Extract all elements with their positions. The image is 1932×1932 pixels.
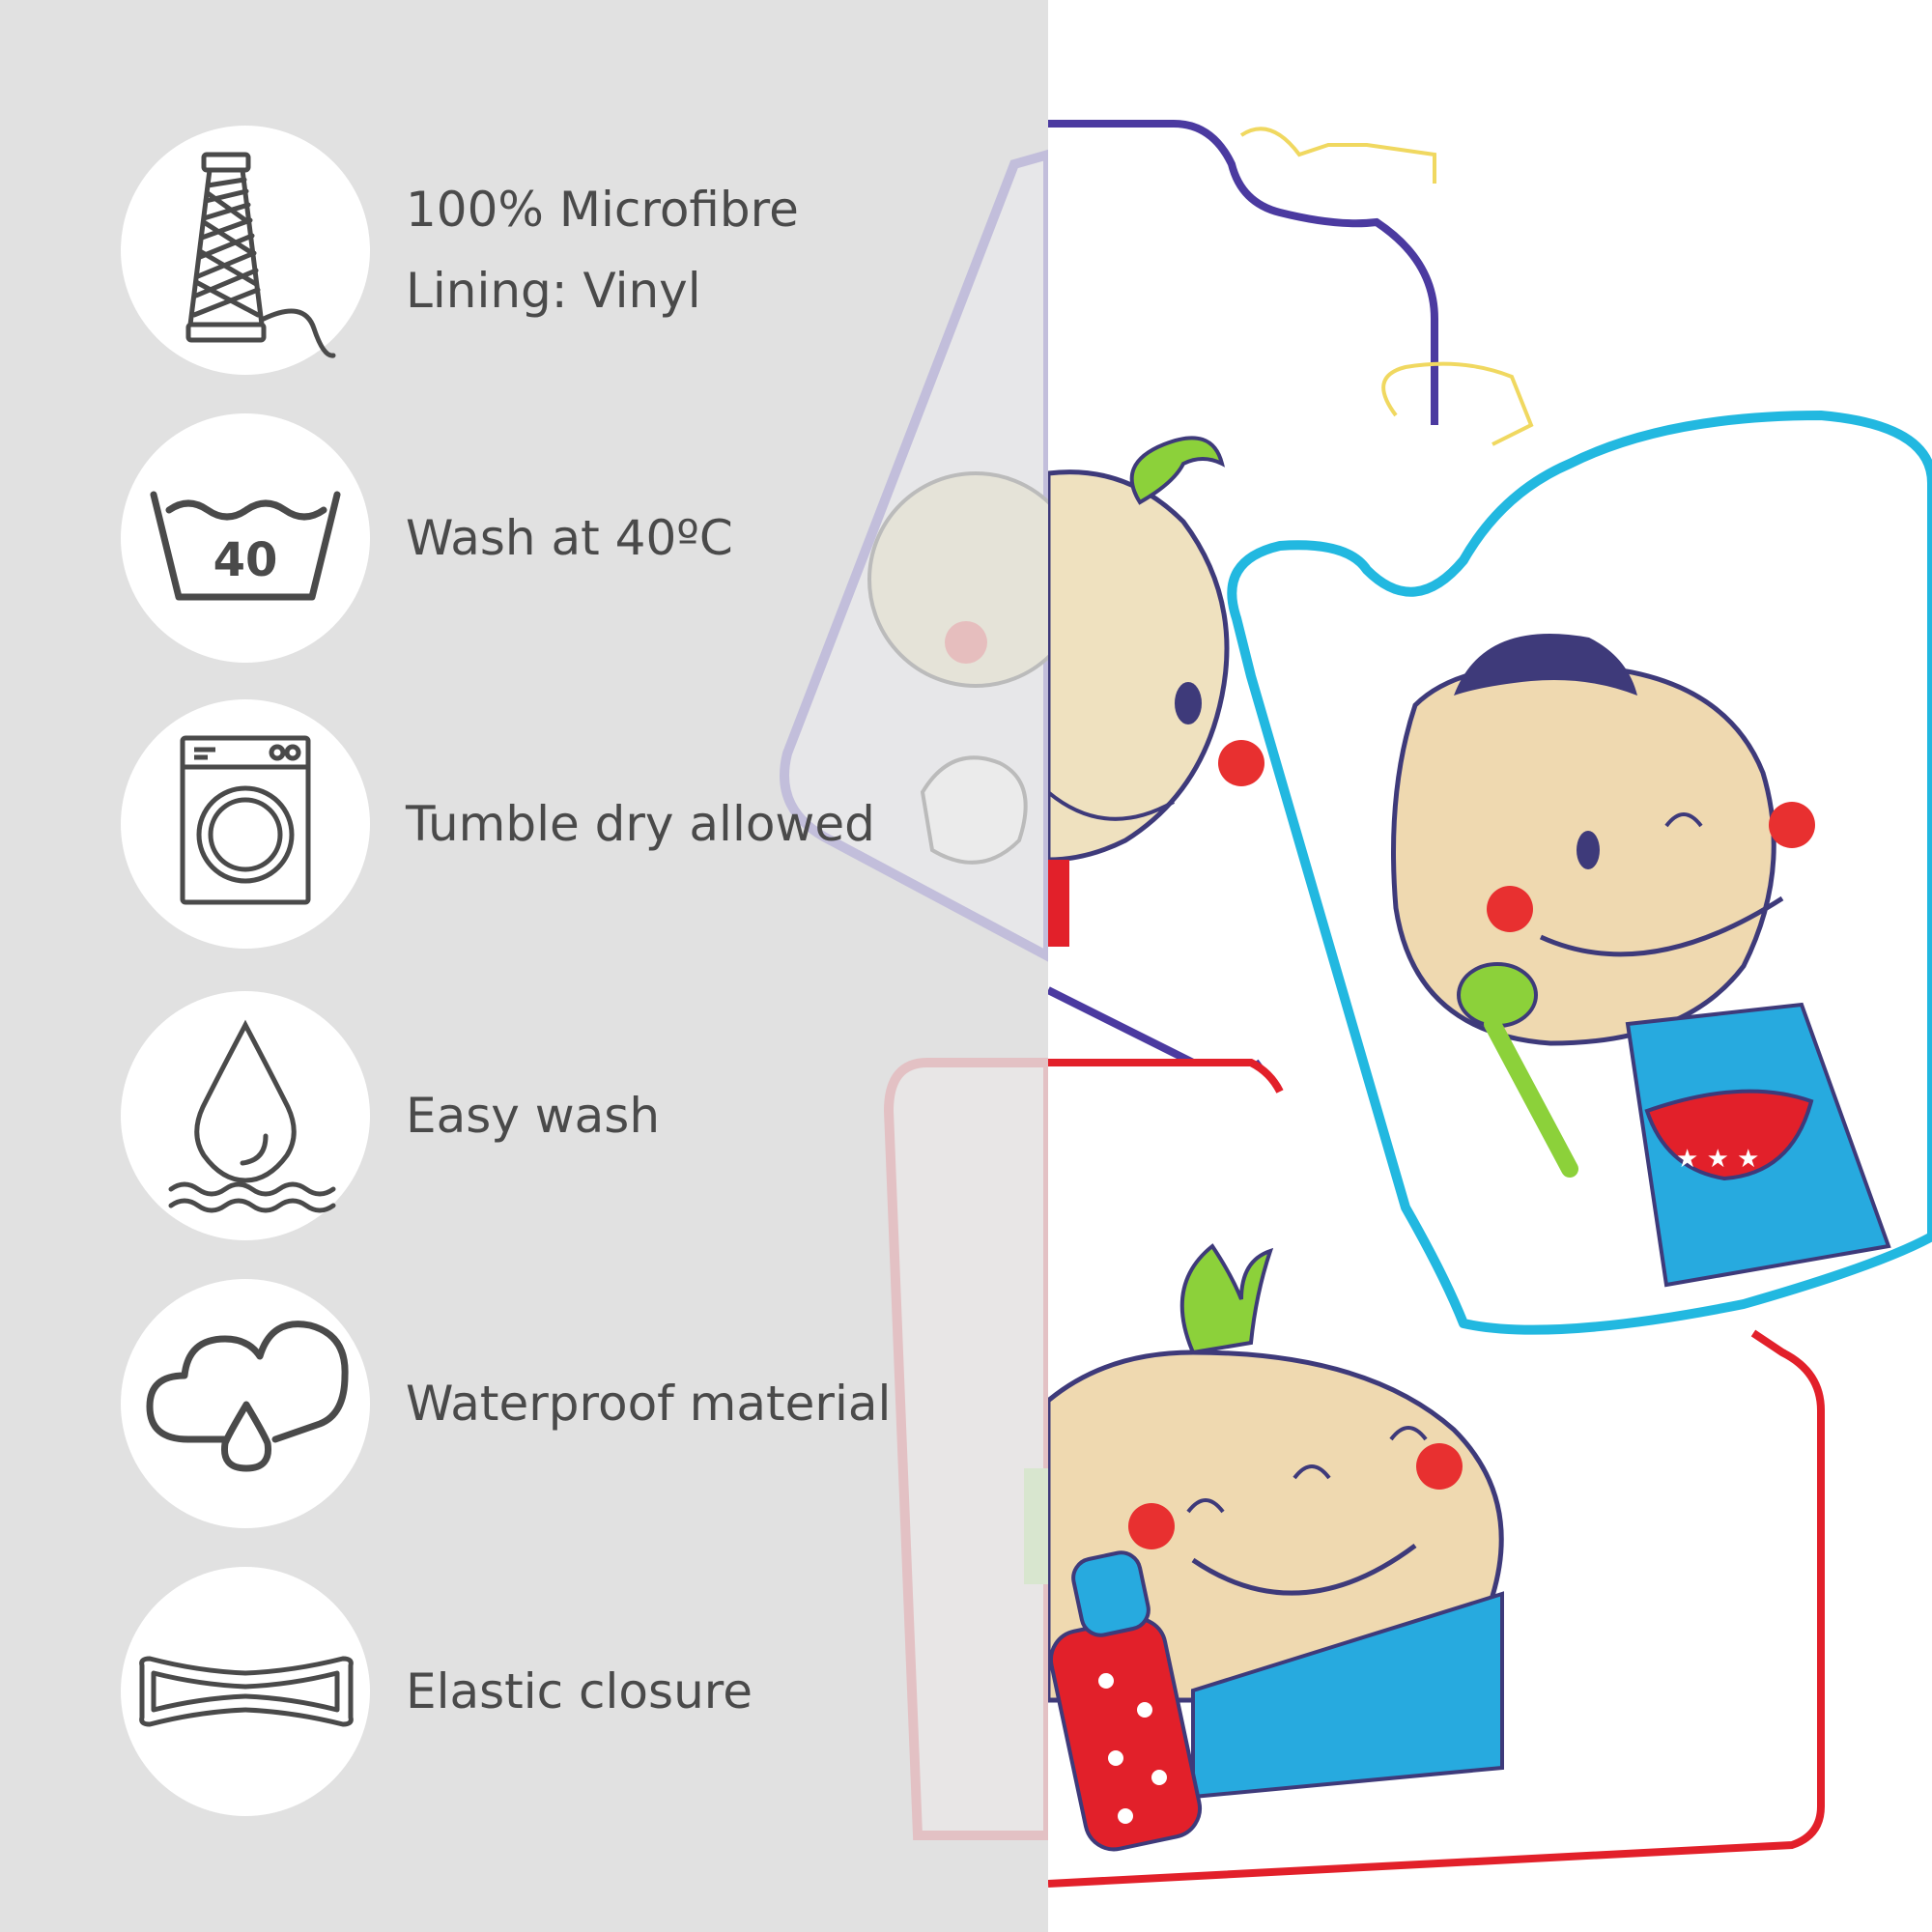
feature-icon-circle xyxy=(121,1567,370,1816)
lining-line: Lining: Vinyl xyxy=(406,263,701,319)
wash-temperature-text: 40 xyxy=(213,533,278,587)
water-drop-icon xyxy=(168,1019,336,1213)
feature-text: Tumble dry allowed xyxy=(406,699,875,949)
red-bib xyxy=(1048,1059,1825,1888)
feature-icon-circle xyxy=(121,126,370,375)
feature-elastic: Elastic closure xyxy=(121,1567,1048,1816)
cyan-bib: ★ ★ ★ xyxy=(1227,361,1932,1335)
feature-text: Easy wash xyxy=(406,991,660,1240)
feature-icon-circle xyxy=(121,699,370,949)
feature-icon-circle: 40 xyxy=(121,413,370,663)
product-photo: ★ ★ ★ xyxy=(1048,0,1932,1932)
features-panel: 100% Microfibre Lining: Vinyl 40 Wash at… xyxy=(0,0,1048,1932)
thread-spool-icon xyxy=(185,152,336,358)
svg-text:★ ★ ★: ★ ★ ★ xyxy=(1676,1145,1759,1174)
bibs-illustration: ★ ★ ★ xyxy=(1048,120,1932,1888)
rain-cloud-icon xyxy=(146,1321,349,1472)
feature-icon-circle xyxy=(121,991,370,1240)
wash-temp-line: Wash at 40ºC xyxy=(406,510,733,566)
easy-wash-line: Easy wash xyxy=(406,1088,661,1144)
washing-machine-icon xyxy=(180,735,311,905)
feature-text: Elastic closure xyxy=(406,1567,753,1816)
feature-wash-temp: 40 Wash at 40ºC xyxy=(121,413,1048,663)
feature-material: 100% Microfibre Lining: Vinyl xyxy=(121,126,1048,375)
feature-easy-wash: Easy wash xyxy=(121,991,1048,1240)
faded-bib-illustration xyxy=(780,149,1048,1840)
tumble-dry-line: Tumble dry allowed xyxy=(406,796,875,852)
feature-text: Wash at 40ºC xyxy=(406,413,733,663)
baby-bottle xyxy=(1048,1550,1203,1852)
feature-text: 100% Microfibre Lining: Vinyl xyxy=(406,126,799,375)
elastic-band-icon xyxy=(139,1656,354,1727)
feature-icon-circle xyxy=(121,1279,370,1528)
feature-tumble-dry: Tumble dry allowed xyxy=(121,699,1048,949)
material-line: 100% Microfibre xyxy=(406,182,799,238)
elastic-closure-line: Elastic closure xyxy=(406,1663,753,1719)
wash-basin-icon: 40 xyxy=(150,491,341,601)
feature-waterproof: Waterproof material xyxy=(121,1279,1048,1528)
waterproof-line: Waterproof material xyxy=(406,1376,892,1432)
feature-text: Waterproof material xyxy=(406,1279,891,1528)
